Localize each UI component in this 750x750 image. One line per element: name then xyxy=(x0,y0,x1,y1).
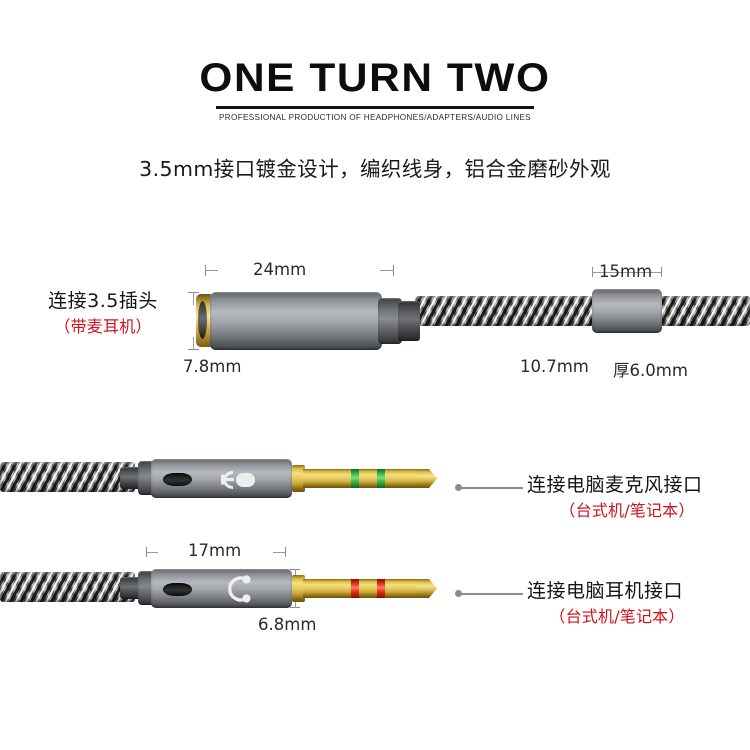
page-title: ONE TURN TWO xyxy=(199,56,551,100)
callout-headphone-plug: 连接电脑耳机接口 （台式机/笔记本） xyxy=(527,576,707,627)
measure-tick-right-24mm xyxy=(393,265,394,276)
measure-guide-right-17mm xyxy=(273,552,285,553)
headphone-plug-ring-2 xyxy=(377,579,385,598)
dimension-jack-length: 24mm xyxy=(253,260,307,279)
measure-guide-bottom-68mm xyxy=(295,596,296,608)
callout-female-jack: 连接3.5插头 （带麦耳机） xyxy=(28,286,178,337)
braided-cable-headphone xyxy=(0,572,135,602)
dimension-plug-diameter: 6.8mm xyxy=(258,615,317,634)
callout-female-jack-line2: （带麦耳机） xyxy=(54,317,152,336)
measure-guide-right-24mm xyxy=(380,270,393,271)
splitter-block xyxy=(592,289,662,333)
headphone-plug-gold-base xyxy=(292,575,305,602)
measure-guide-left-17mm xyxy=(146,552,158,553)
dimension-splitter-width: 15mm xyxy=(599,262,653,281)
headphone-plug-strain-relief xyxy=(120,577,142,599)
dimension-splitter-thickness: 厚6.0mm xyxy=(613,361,688,380)
dimension-jack-diameter: 7.8mm xyxy=(183,357,242,376)
callout-mic-plug-line1: 连接电脑麦克风接口 xyxy=(527,474,703,496)
mic-plug-ring-1 xyxy=(351,469,359,488)
female-jack-strain-relief xyxy=(398,301,420,341)
callout-mic-plug: 连接电脑麦克风接口 （台式机/笔记本） xyxy=(527,470,727,521)
callout-headphone-plug-line1: 连接电脑耳机接口 xyxy=(527,580,684,602)
braided-cable-top xyxy=(415,296,750,326)
leader-line-mic xyxy=(461,487,523,489)
callout-mic-plug-line2: （台式机/笔记本） xyxy=(559,501,695,520)
dimension-plug-length: 17mm xyxy=(188,541,242,560)
mic-plug-tip xyxy=(417,469,437,488)
mic-plug-ring-2 xyxy=(377,469,385,488)
female-jack-barrel xyxy=(210,292,382,350)
page-subtitle: PROFESSIONAL PRODUCTION OF HEADPHONES/AD… xyxy=(219,113,531,122)
measure-guide-top-78mm xyxy=(193,292,194,305)
measure-tick-right-17mm xyxy=(285,547,286,557)
dimension-cable-width: 10.7mm xyxy=(520,357,589,376)
leader-line-headphone xyxy=(461,593,523,595)
headphone-plug-ring-1 xyxy=(351,579,359,598)
mic-plug-gold-base xyxy=(292,465,305,492)
headphone-icon xyxy=(228,575,251,603)
mic-plug-slot xyxy=(163,473,192,486)
headphone-plug-slot xyxy=(163,583,192,596)
measure-guide-left-24mm xyxy=(205,270,218,271)
jack-socket-hole xyxy=(198,301,207,339)
title-underline xyxy=(216,106,534,109)
measure-guide-15mm xyxy=(592,272,661,273)
measure-tick-right-15mm xyxy=(661,267,662,277)
product-description: 3.5mm接口镀金设计，编织线身，铝合金磨砂外观 xyxy=(139,157,611,181)
headphone-plug-tip xyxy=(417,579,437,598)
headphone-plug-gold-shaft xyxy=(303,579,420,598)
leader-dot-headphone xyxy=(455,590,462,597)
mic-plug-strain-relief xyxy=(120,467,142,489)
mic-plug-gold-shaft xyxy=(303,469,420,488)
callout-headphone-plug-line2: （台式机/笔记本） xyxy=(549,607,685,626)
measure-guide-bottom-78mm xyxy=(193,337,194,350)
microphone-icon xyxy=(221,471,255,489)
callout-female-jack-line1: 连接3.5插头 xyxy=(48,290,158,312)
leader-dot-mic xyxy=(455,484,462,491)
braided-cable-mic xyxy=(0,462,135,492)
